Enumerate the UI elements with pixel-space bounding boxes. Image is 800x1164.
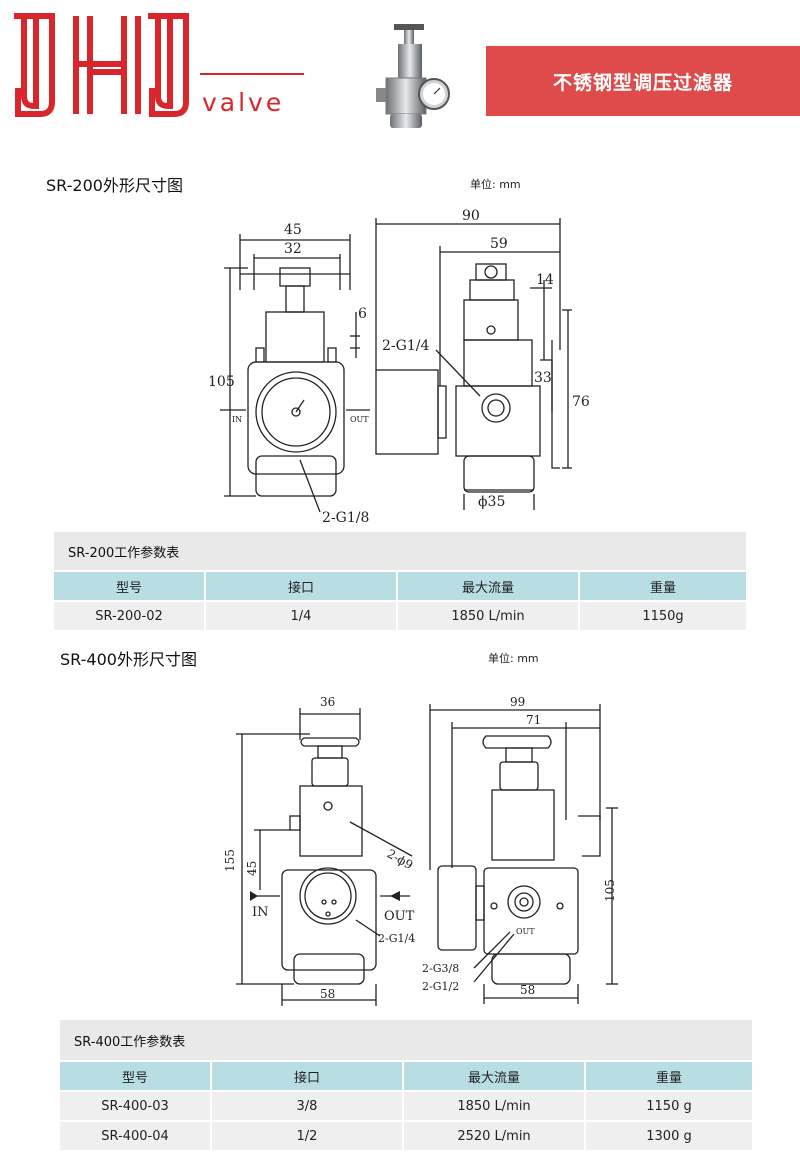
sr200-col-model: 型号 <box>54 572 204 600</box>
sr400-cell-flow: 1850 L/min <box>404 1092 584 1120</box>
sr200-cell-port: 1/4 <box>206 602 396 630</box>
sr400-cell-model: SR-400-04 <box>60 1122 210 1150</box>
sr200-unit: 单位: mm <box>470 178 521 191</box>
jhj-logo <box>14 13 189 117</box>
sr400-col-flow: 最大流量 <box>404 1062 584 1090</box>
sr400-cell-port: 1/2 <box>212 1122 402 1150</box>
sr400-out-label: OUT <box>384 909 415 924</box>
sr200-out-label: OUT <box>350 415 369 424</box>
table-row: SR-200-02 1/4 1850 L/min 1150g <box>54 602 746 630</box>
sr200-in-label: IN <box>232 415 242 424</box>
sr400-hole: 2-ϕ9 <box>385 846 416 872</box>
sr400-cell-port: 3/8 <box>212 1092 402 1120</box>
regulator-product-image <box>376 24 450 128</box>
sr200-col-weight: 重量 <box>580 572 746 600</box>
sr400-col-weight: 重量 <box>586 1062 752 1090</box>
sr200-dim-59: 59 <box>490 236 508 252</box>
sr400-dim-58b: 58 <box>520 983 535 997</box>
sr200-col-port: 接口 <box>206 572 396 600</box>
sr400-dim-58a: 58 <box>320 987 335 1001</box>
sr200-col-flow: 最大流量 <box>398 572 578 600</box>
sr200-port-bottom: 2-G1/8 <box>322 510 369 525</box>
sr400-dimension-drawing: 36 155 45 2-ϕ9 IN OUT 2-G1/4 58 99 71 10… <box>220 680 620 1010</box>
sr200-port-side: 2-G1/4 <box>382 338 429 354</box>
sr200-dimension-drawing: 45 32 6 105 IN OUT 2-G1/8 90 59 14 33 76… <box>200 200 620 525</box>
table-row: SR-400-03 3/8 1850 L/min 1150 g <box>60 1092 752 1120</box>
sr400-dim-71: 71 <box>526 713 541 727</box>
table-row: SR-400-04 1/2 2520 L/min 1300 g <box>60 1122 752 1150</box>
sr400-cell-flow: 2520 L/min <box>404 1122 584 1150</box>
sr200-dim-90: 90 <box>462 208 480 224</box>
sr400-unit: 单位: mm <box>488 652 539 665</box>
sr200-cell-flow: 1850 L/min <box>398 602 578 630</box>
sr400-cell-model: SR-400-03 <box>60 1092 210 1120</box>
sr400-drawing-title: SR-400外形尺寸图 <box>60 650 197 669</box>
sr200-dim-phi35: ϕ35 <box>478 494 505 510</box>
sr400-port-g14: 2-G1/4 <box>378 932 415 945</box>
sr200-dim-32: 32 <box>284 241 302 257</box>
sr200-table-title: SR-200工作参数表 <box>54 532 746 570</box>
sr200-dim-14: 14 <box>536 272 554 288</box>
sr200-cell-model: SR-200-02 <box>54 602 204 630</box>
logo-divider <box>200 73 304 75</box>
sr200-dim-33: 33 <box>534 370 552 386</box>
sr400-table-title: SR-400工作参数表 <box>60 1020 752 1060</box>
sr400-cell-weight: 1150 g <box>586 1092 752 1120</box>
product-title-banner: 不锈钢型调压过滤器 <box>486 46 800 116</box>
sr400-col-model: 型号 <box>60 1062 210 1090</box>
sr400-spec-table: 型号 接口 最大流量 重量 SR-400-03 3/8 1850 L/min 1… <box>58 1060 754 1152</box>
sr400-cell-weight: 1300 g <box>586 1122 752 1150</box>
sr400-dim-99: 99 <box>510 695 525 709</box>
sr200-dim-45: 45 <box>284 222 302 238</box>
sr400-dim-36: 36 <box>320 695 335 709</box>
sr400-col-port: 接口 <box>212 1062 402 1090</box>
sr200-dim-105: 105 <box>208 374 235 390</box>
logo-tagline: valve <box>202 88 285 117</box>
sr400-dim-105: 105 <box>603 879 617 902</box>
sr200-cell-weight: 1150g <box>580 602 746 630</box>
sr200-dim-76: 76 <box>572 394 590 410</box>
sr200-drawing-title: SR-200外形尺寸图 <box>46 176 183 195</box>
sr200-dim-6: 6 <box>358 306 367 322</box>
sr400-dim-155: 155 <box>223 849 237 872</box>
sr400-port-g12: 2-G1/2 <box>422 980 459 993</box>
sr400-dim-45: 45 <box>245 861 259 876</box>
sr400-in-label: IN <box>252 905 269 920</box>
sr400-out-side: OUT <box>516 927 535 936</box>
sr200-spec-table: 型号 接口 最大流量 重量 SR-200-02 1/4 1850 L/min 1… <box>52 570 748 632</box>
sr400-port-g38: 2-G3/8 <box>422 962 459 975</box>
